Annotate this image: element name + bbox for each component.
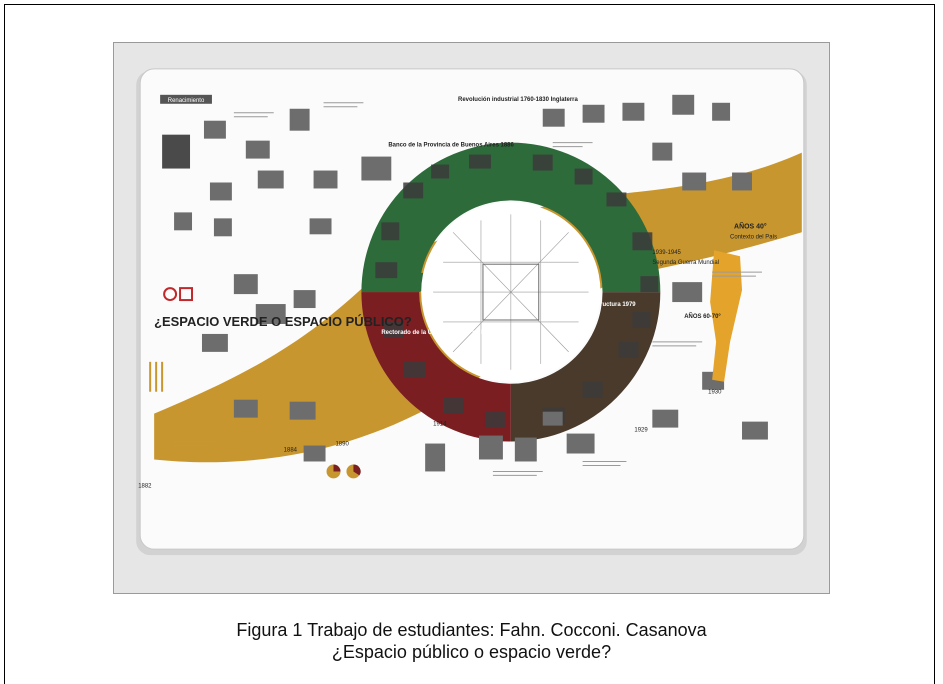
subtitle-context: Contexto del País: [730, 234, 777, 240]
title-rectorado: Rectorado de la Universidad de La Plata: [381, 330, 495, 336]
left-thumbnails: [162, 108, 392, 420]
figure-caption-line2: ¿Espacio público o espacio verde?: [331, 642, 612, 662]
annotation-lines: [174, 102, 762, 476]
year-1929: 1929: [634, 428, 648, 434]
title-industrial: Revolución industrial 1760-1830 Inglater…: [458, 97, 578, 103]
title-bank: Banco de la Provincia de Buenos Aires 18…: [388, 143, 514, 149]
title-decade-40: AÑOS 40°: [734, 221, 767, 230]
poster-figure: Renacimiento Revolución industrial 1760-…: [113, 42, 830, 594]
header-label: Renacimiento: [168, 98, 205, 104]
timeline-ticks: [149, 361, 164, 392]
poster-image: Renacimiento Revolución industrial 1760-…: [114, 43, 829, 593]
title-decade-60: AÑOS 60-70°: [684, 313, 721, 320]
label-ww2: Segunda Guerra Mundial: [652, 260, 719, 266]
label-1939: 1939-1945: [652, 250, 681, 256]
title-infra: Proyecto de infraestructura 1979: [543, 302, 637, 308]
year-1884: 1884: [284, 448, 298, 454]
year-1914: 1914: [433, 422, 447, 428]
year-1882: 1882: [138, 483, 152, 489]
space-symbol-icon: [163, 287, 194, 302]
question-title: ¿ESPACIO VERDE O ESPACIO PÚBLICO?: [154, 314, 412, 329]
bottom-thumbnails: [303, 411, 595, 472]
argentina-map: [710, 250, 743, 382]
year-1890: 1890: [335, 442, 349, 448]
poster-labels: Renacimiento Revolución industrial 1760-…: [138, 94, 777, 489]
figure-caption-line1: Figura 1 Trabajo de estudiantes: Fahn. C…: [236, 620, 707, 640]
year-1930: 1930: [708, 390, 722, 396]
city-plan-grid: [433, 214, 589, 370]
photo-tiles: [375, 154, 659, 428]
circle-brown: [510, 292, 661, 442]
page-frame: [4, 4, 935, 684]
